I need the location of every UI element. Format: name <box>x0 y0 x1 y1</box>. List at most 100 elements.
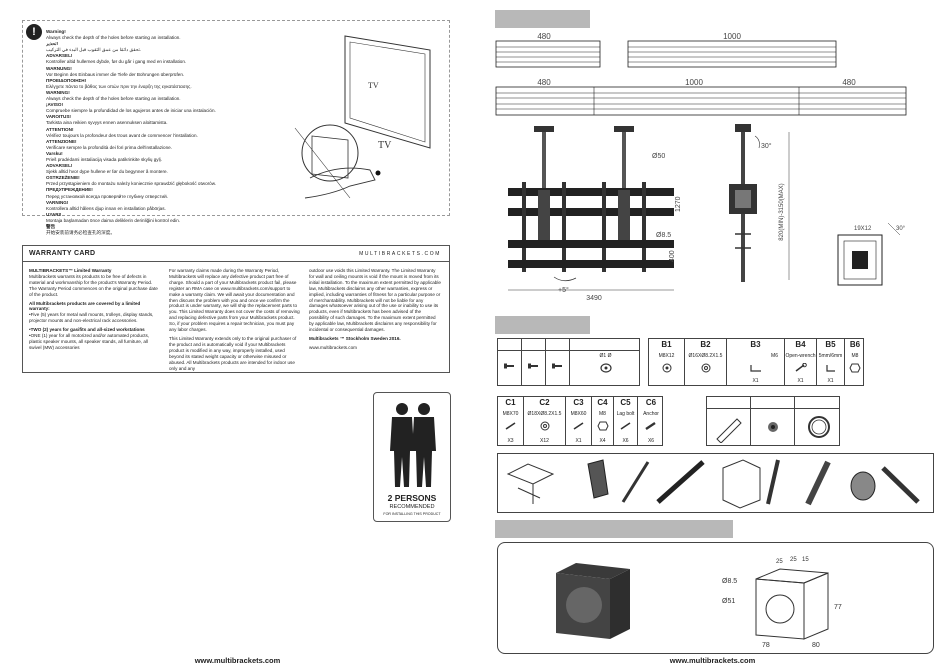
bolt-icon <box>503 363 514 369</box>
parts-a-cell <box>546 339 570 385</box>
parts-table-b: B1 M8X12 B2 Ø16XØ8.2X1.5 B3 M6 X1 B4 Ope… <box>648 338 864 386</box>
nut-icon <box>596 421 609 431</box>
ring-icon <box>808 416 830 438</box>
plate-size-label: 19X12 <box>854 226 872 232</box>
persons-count: 2 PERSONS <box>387 493 437 503</box>
warning-line: Warning! <box>46 29 66 34</box>
parts-table-a: Ø1 Ø <box>497 338 640 386</box>
angle-top-label: 30° <box>761 142 772 150</box>
part-c1: C1 M8X70 X3 <box>498 397 524 445</box>
hole-label: Ø8.5 <box>656 232 671 239</box>
small-height-label: 400 <box>669 250 676 262</box>
warning-line: Verificare sempre la profondità dei fori… <box>46 144 172 150</box>
warning-line: Varsku! <box>46 150 63 156</box>
bolt-icon <box>551 363 562 369</box>
warranty-card: WARRANTY CARD MULTIBRACKETS.COM MULTIBRA… <box>22 245 450 373</box>
tv-drilling-illustration: TV TV <box>294 35 431 199</box>
part-c2: C2 Ø18XØ8.2X1.5 X12 <box>524 397 566 445</box>
allen-key-icon <box>749 365 761 372</box>
rail-piece-icon <box>716 418 742 443</box>
lag-bolt-icon <box>620 422 630 430</box>
rail-c2-label: 1000 <box>685 78 703 87</box>
persons-recommended: RECOMMENDED <box>389 504 435 510</box>
part-b5: B5 5mm/6mm X1 <box>817 339 845 385</box>
washer-icon <box>701 363 710 373</box>
screw-icon <box>573 422 583 430</box>
warning-line: UYARI! <box>46 211 62 217</box>
block-height-label: 77 <box>834 604 842 611</box>
warning-line: VARNING! <box>46 199 69 205</box>
rail-dimension-drawing: 480 1000 480 1000 480 <box>495 32 907 116</box>
warning-line: ΠΡΟΕΙΔΟΠΟΙΗΣΗ! <box>46 77 87 83</box>
block-detail-box: Ø8.5 Ø51 25 25 15 77 78 80 <box>497 542 934 654</box>
exclamation-icon: ! <box>26 24 42 40</box>
warning-line: Tarkista aina reikien syvyys ennen asenn… <box>46 120 168 126</box>
part-c5: C5 Lag bolt X6 <box>614 397 638 445</box>
warning-box <box>22 20 450 216</box>
mount-front-view: Ø50 1270 Ø8.5 400 +5° 3490 <box>508 126 682 302</box>
warning-line: VAROITUS! <box>46 114 71 120</box>
bolt-icon <box>527 363 538 369</box>
warning-line: تحذير! <box>46 41 58 47</box>
warning-line: Kontrollera alltid hålens djup innan en … <box>46 205 166 211</box>
warning-line: WARNUNG! <box>46 65 72 71</box>
part-b6: B6 M8 <box>845 339 865 385</box>
block-d2-label: 25 <box>790 557 797 563</box>
left-page: ! Warning!Always check the depth of the … <box>22 20 451 665</box>
parts-d-cell <box>795 397 841 445</box>
parts-table-c: C1 M8X70 X3 C2 Ø18XØ8.2X1.5 X12 C3 M8X60… <box>497 396 663 446</box>
frame-height-label: 1270 <box>675 196 682 212</box>
part-c6: C6 Anchor X6 <box>643 398 659 444</box>
right-page: www.multibrackets.com <box>475 0 950 667</box>
part-b3: B3 M6 X1 <box>727 339 785 385</box>
warning-line: Vor Beginn des Einbaus immer die Tiefe d… <box>46 71 185 77</box>
block-detail-drawing: Ø8.5 Ø51 25 25 15 77 78 80 <box>556 557 842 649</box>
plate-angle-label: 30° <box>896 226 906 232</box>
block-bore-label: Ø51 <box>722 598 735 605</box>
rail-b-label: 1000 <box>723 32 741 41</box>
persons-note: FOR INSTALLING THIS PRODUCT <box>383 512 441 516</box>
set-screw-icon <box>768 422 778 432</box>
tv-label-bottom: TV <box>378 140 392 151</box>
warning-line: 警告 <box>46 224 56 229</box>
warning-line: Vérifiez toujours la profondeur des trou… <box>46 132 198 138</box>
tv-label-top: TV <box>368 81 379 90</box>
large-parts-strip <box>497 453 934 513</box>
warning-line: Kontroller altid hullernes dybde, før du… <box>46 59 187 65</box>
two-persons-icon <box>390 403 436 487</box>
rail-c1-label: 480 <box>537 78 551 87</box>
warning-line: Always check the depth of the holes befo… <box>46 96 181 102</box>
warning-line: Prieš pradėdami instaliaciją visada pati… <box>46 156 162 162</box>
warning-line: ПРЕДУПРЕЖДЕНИЕ! <box>46 187 93 193</box>
warning-line: تحقق دائمًا من عمق الثقوب قبل البدء في ا… <box>46 47 142 53</box>
warning-line: Always check the depth of the holes befo… <box>46 35 181 41</box>
screw-icon <box>505 422 515 430</box>
ceiling-plate-view: 19X12 30° <box>837 222 906 286</box>
parts-a-cell: Ø1 Ø <box>570 339 641 385</box>
block-hole-label: Ø8.5 <box>722 578 737 585</box>
washer-icon <box>540 421 549 431</box>
warning-line: Montaja başlamadan önce daima deliklerin… <box>46 217 181 223</box>
warning-line: ATTENTION! <box>46 126 74 132</box>
washer-icon <box>599 363 612 373</box>
warning-line: OSTRZEŻENIE! <box>46 175 80 181</box>
pole-label: Ø50 <box>652 153 665 160</box>
part-c3: C3 M8X60 X1 <box>566 397 592 445</box>
section-bar-parts <box>495 316 590 334</box>
wrench-icon <box>795 363 807 372</box>
part-b2: B2 Ø16XØ8.2X1.5 <box>685 339 727 385</box>
two-persons-badge: 2 PERSONS RECOMMENDED FOR INSTALLING THI… <box>373 392 451 522</box>
part-b1: B1 M8X12 <box>649 339 685 385</box>
block-d3-label: 15 <box>802 557 809 563</box>
warning-line: ATTENZIONE! <box>46 138 77 144</box>
block-depth-label: 78 <box>762 642 770 649</box>
part-b4: B4 Open-wrench X1 <box>785 339 817 385</box>
warning-line: Przed przystąpieniem do montażu należy k… <box>46 181 217 187</box>
warning-line: Compruebe siempre la profundidad de los … <box>46 108 216 114</box>
anchor-icon <box>645 422 656 430</box>
part-c4: C4 M8 X4 <box>592 397 614 445</box>
warranty-brand: MULTIBRACKETS.COM <box>359 251 441 257</box>
bolt-icon <box>662 363 671 373</box>
footer-url-right: www.multibrackets.com <box>669 656 756 665</box>
